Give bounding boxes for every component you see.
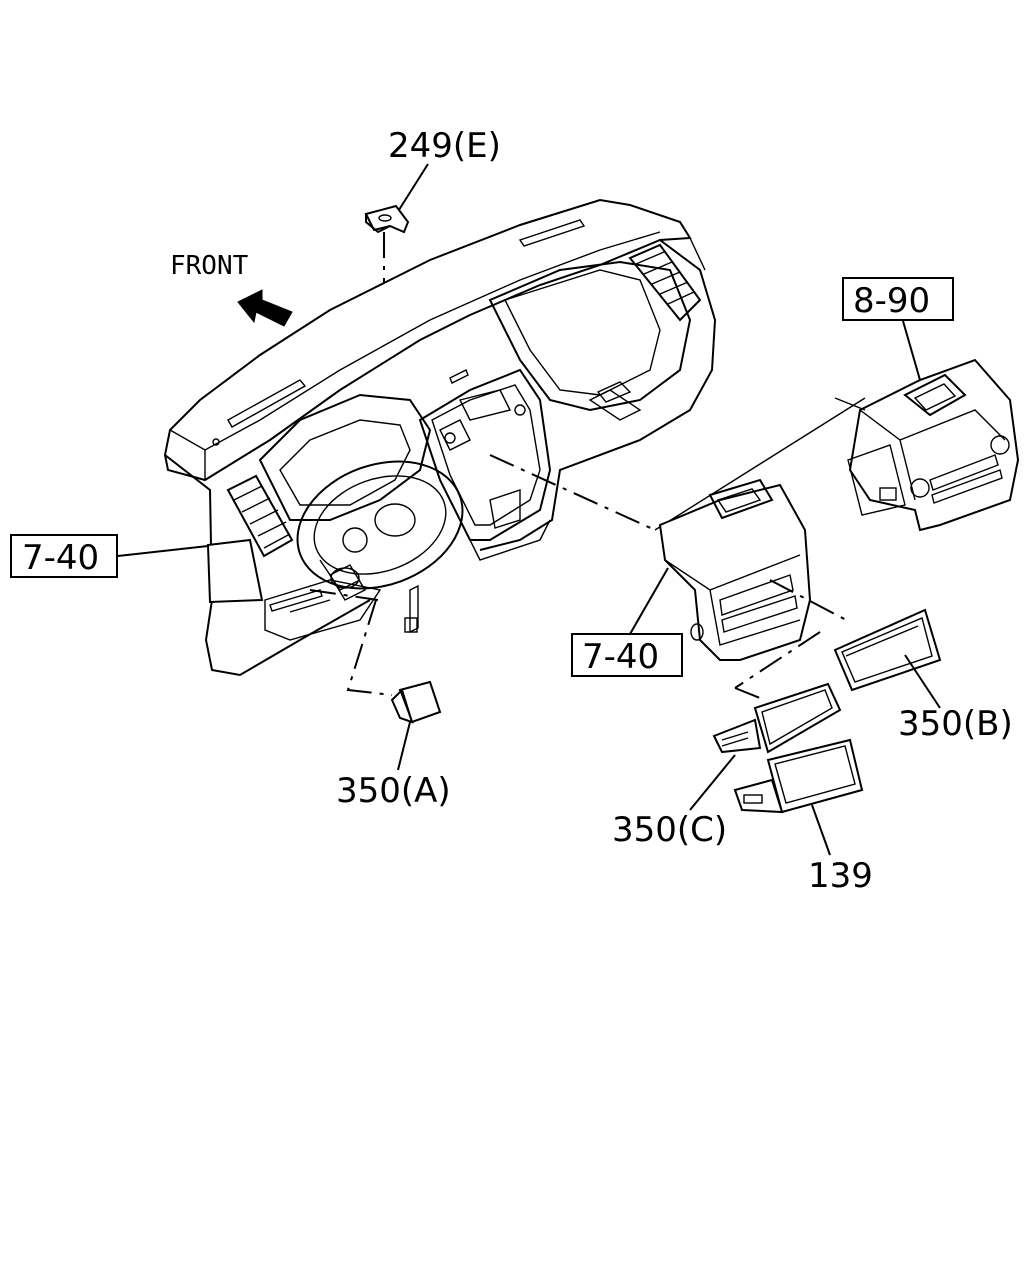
- dash-350c-b: [734, 687, 766, 701]
- part-350a: [390, 680, 442, 724]
- label-139: 139: [808, 856, 873, 896]
- steering-wheel: [296, 460, 464, 591]
- part-139: [733, 738, 864, 814]
- leader-7-40-left: [117, 545, 209, 557]
- leader-350c: [689, 754, 736, 811]
- left-vent: [226, 474, 294, 558]
- dash-350a-top: [309, 589, 379, 601]
- center-bezel: [658, 478, 812, 661]
- part-350c: [712, 682, 842, 754]
- dash-center-bezel: [489, 454, 656, 531]
- leader-350b: [904, 654, 941, 709]
- ref-7-40-center: 7-40: [582, 637, 659, 677]
- leader-7-40-center: [629, 567, 669, 635]
- leader-350a: [397, 721, 411, 771]
- arrow-up-left-icon: [237, 289, 293, 327]
- dashboard-assembly: [163, 198, 717, 677]
- front-label: FRONT: [170, 251, 249, 281]
- ref-box-7-40-left: [10, 534, 118, 578]
- label-350a: 350(A): [336, 771, 451, 811]
- clip-249e: [364, 204, 410, 234]
- leader-139: [811, 804, 831, 856]
- ref-8-90: 8-90: [853, 281, 930, 321]
- label-350b: 350(B): [898, 704, 1013, 744]
- dash-350c-a: [734, 631, 821, 689]
- part-350b: [833, 608, 942, 692]
- ref-box-8-90: [842, 277, 954, 321]
- leader-8-90: [902, 320, 921, 381]
- ref-7-40-left: 7-40: [22, 538, 99, 578]
- label-249e: 249(E): [388, 126, 501, 166]
- dash-350b: [769, 579, 851, 623]
- center-panel-with-audio: [847, 358, 1020, 532]
- ref-box-7-40-center: [571, 633, 683, 677]
- dash-350a: [346, 599, 393, 696]
- dash-to-8-90: [654, 397, 866, 531]
- leader-249e: [396, 163, 429, 214]
- label-350c: 350(C): [612, 810, 727, 850]
